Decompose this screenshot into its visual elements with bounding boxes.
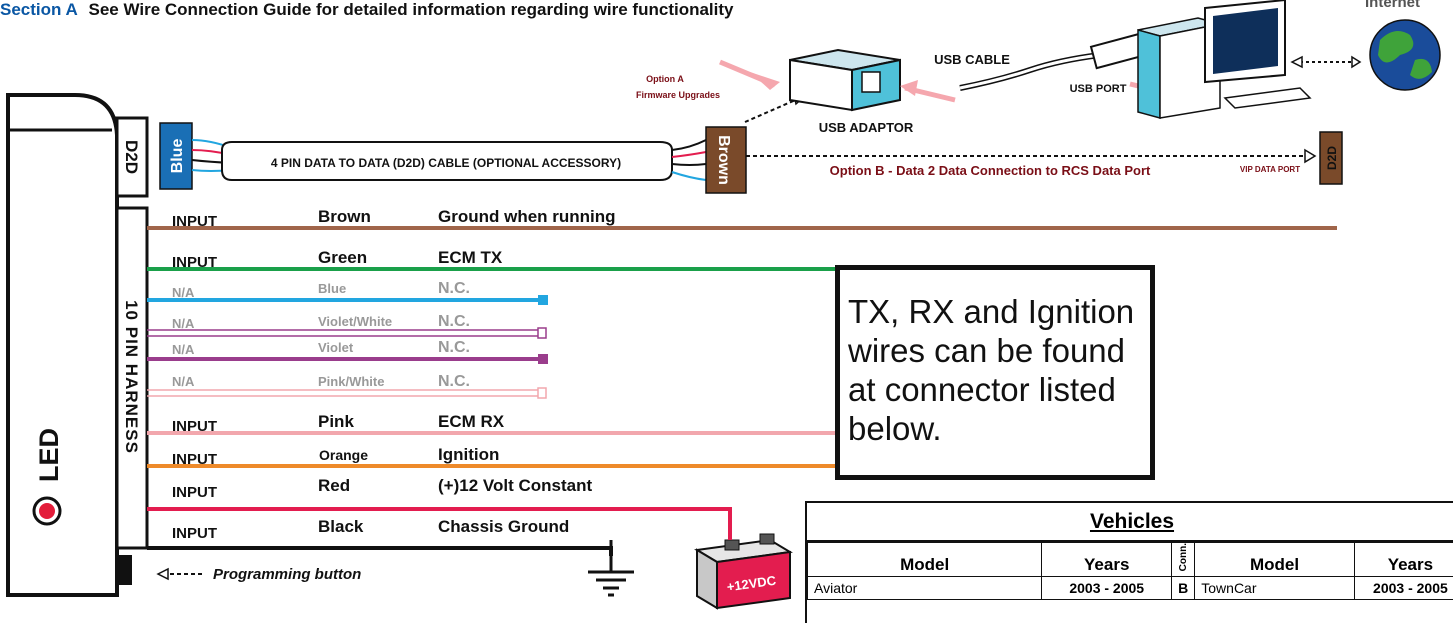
usb-port-label: USB PORT [1070, 83, 1127, 95]
row-conn: B [1172, 577, 1195, 600]
wire-type-label: INPUT [172, 213, 217, 230]
usb-adaptor-label: USB ADAPTOR [819, 120, 914, 135]
computer-icon [1138, 0, 1310, 118]
wire-function-label: N.C. [438, 339, 470, 356]
col-years: Years [1042, 543, 1172, 577]
led-label: LED [34, 428, 64, 482]
globe-icon [1370, 20, 1440, 90]
wire-pink: INPUT Pink ECM RX [147, 412, 835, 435]
table-row: Aviator 2003 - 2005 B TownCar 2003 - 200… [808, 577, 1453, 600]
col-model-2: Model [1195, 543, 1355, 577]
wire-color-label: Violet/White [318, 314, 392, 329]
wire-green: INPUT Green ECM TX [147, 248, 835, 271]
wire-color-label: Pink/White [318, 374, 384, 389]
wire-function-label: ECM RX [438, 412, 505, 431]
wire-type-label: N/A [172, 374, 195, 389]
blue-connector-label: Blue [169, 139, 186, 174]
col-years-2: Years [1354, 543, 1453, 577]
wire-function-label: (+)12 Volt Constant [438, 476, 592, 495]
usb-cable-label: USB CABLE [934, 52, 1010, 67]
wire-black: INPUT Black Chassis Ground [147, 517, 611, 556]
usb-adaptor [790, 50, 900, 110]
wire-function-label: Ground when running [438, 207, 616, 226]
d2d-module-label: D2D [122, 140, 141, 174]
wire-color-label: Brown [318, 207, 371, 226]
vip-d2d-label: D2D [1325, 146, 1339, 170]
wire-blue: N/A Blue N.C. [147, 280, 548, 305]
col-conn: Conn. [1178, 543, 1189, 571]
brown-connector-label: Brown [715, 135, 732, 185]
wire-color-label: Black [318, 517, 364, 536]
wire-type-label: N/A [172, 342, 195, 357]
wire-function-label: Chassis Ground [438, 517, 569, 536]
wire-type-label: INPUT [172, 484, 217, 501]
wire-color-label: Orange [319, 447, 368, 463]
wire-function-label: N.C. [438, 280, 470, 297]
wire-function-label: Ignition [438, 445, 499, 464]
row-years-2: 2003 - 2005 [1354, 577, 1453, 600]
row-model-2: TownCar [1195, 577, 1355, 600]
option-a-line1: Option A [646, 74, 684, 84]
wire-pink-white: N/A Pink/White N.C. [147, 373, 546, 398]
row-years: 2003 - 2005 [1042, 577, 1172, 600]
wire-color-label: Violet [318, 340, 354, 355]
wire-color-label: Red [318, 476, 350, 495]
wire-color-label: Pink [318, 412, 354, 431]
harness-label: 10 PIN HARNESS [122, 300, 141, 454]
vehicles-table: Vehicles Model Years Conn. Model Years A… [805, 501, 1453, 623]
wire-color-label: Green [318, 248, 367, 267]
vehicles-title: Vehicles [807, 503, 1453, 542]
wire-type-label: INPUT [172, 254, 217, 271]
wire-type-label: N/A [172, 316, 195, 331]
wire-function-label: N.C. [438, 373, 470, 390]
wire-red: INPUT Red (+)12 Volt Constant [147, 476, 730, 511]
wire-type-label: INPUT [172, 525, 217, 542]
option-a-line2: Firmware Upgrades [636, 90, 720, 100]
row-model: Aviator [808, 577, 1042, 600]
option-b-label: Option B - Data 2 Data Connection to RCS… [830, 163, 1151, 178]
col-model: Model [808, 543, 1042, 577]
d2d-cable-label: 4 PIN DATA TO DATA (D2D) CABLE (OPTIONAL… [271, 156, 621, 170]
note-box: TX, RX and Ignition wires can be found a… [835, 265, 1155, 480]
wire-violet: N/A Violet N.C. [147, 339, 548, 364]
wire-color-label: Blue [318, 281, 346, 296]
vip-data-port-label: VIP DATA PORT [1240, 165, 1300, 174]
wire-function-label: ECM TX [438, 248, 503, 267]
wire-orange: INPUT Orange Ignition [147, 445, 835, 468]
wire-type-label: INPUT [172, 418, 217, 435]
wire-type-label: INPUT [172, 451, 217, 468]
wire-brown: INPUT Brown Ground when running [147, 207, 1337, 230]
battery-icon [697, 534, 790, 608]
wire-function-label: N.C. [438, 313, 470, 330]
programming-button-label: Programming button [213, 566, 361, 583]
wire-violet-white: N/A Violet/White N.C. [147, 313, 546, 338]
wire-type-label: N/A [172, 285, 195, 300]
